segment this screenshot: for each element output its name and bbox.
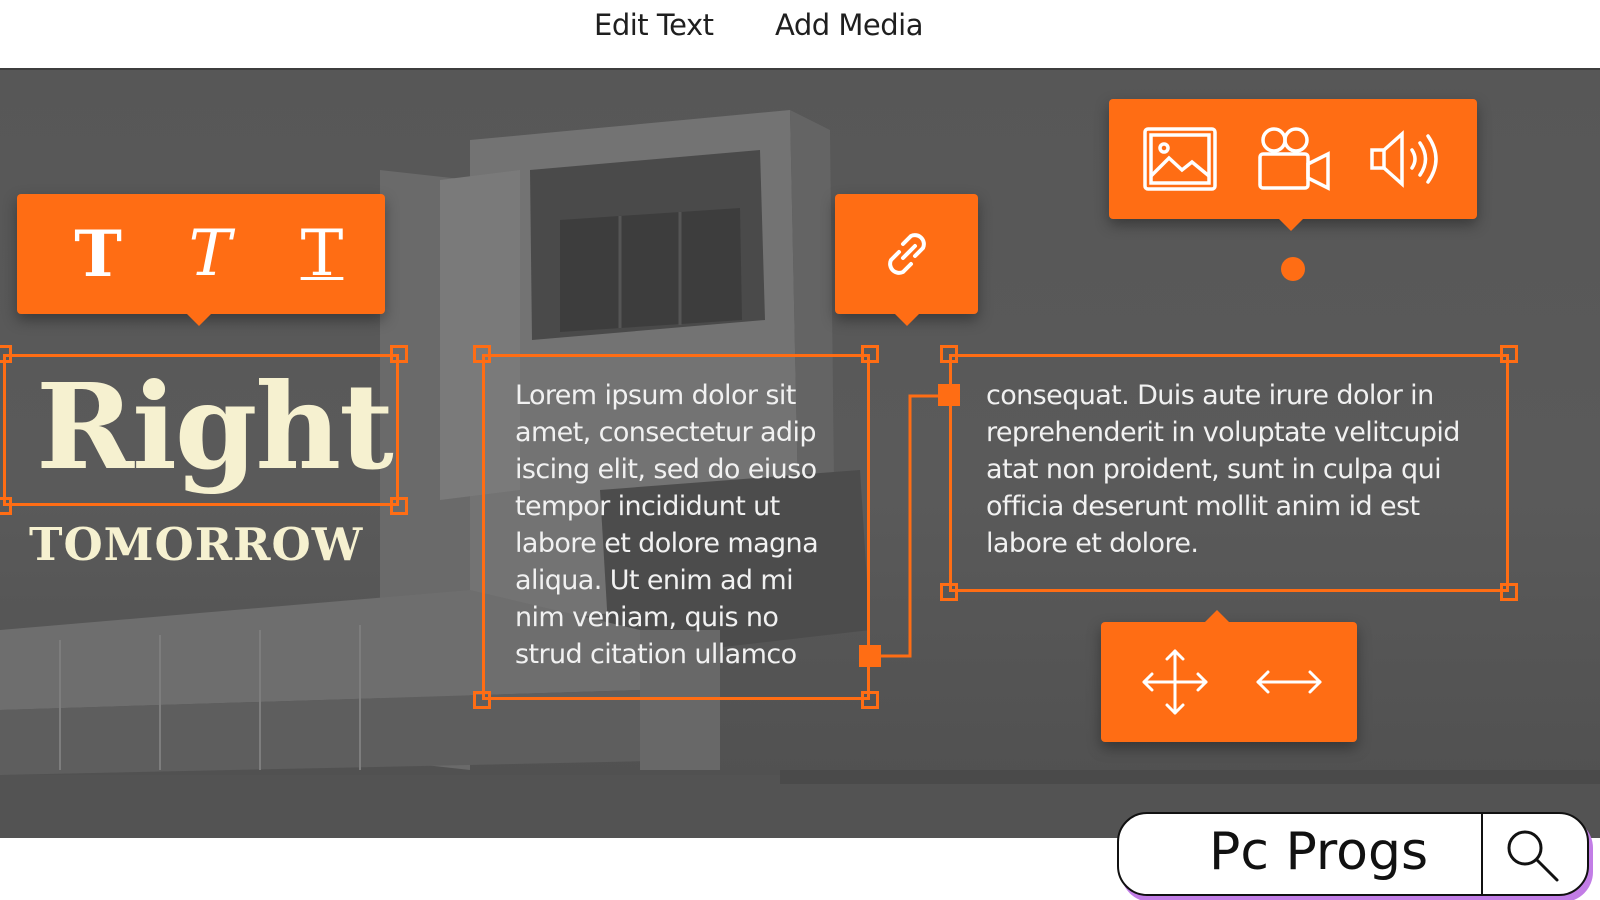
add-media-tab[interactable]: Add Media [775, 8, 923, 42]
resize-handle[interactable] [473, 345, 491, 363]
text-flow-connector [880, 394, 940, 658]
resize-handle[interactable] [940, 583, 958, 601]
resize-handle[interactable] [0, 345, 12, 363]
text-box-1-content[interactable]: Lorem ipsum dolor sit amet, consectetur … [515, 380, 819, 670]
toolbar-pointer [895, 314, 919, 326]
link-toolbar [835, 194, 978, 326]
italic-text-icon[interactable]: T [188, 217, 232, 291]
editor-canvas: T T T [0, 68, 1600, 838]
bold-text-icon[interactable]: T [74, 216, 122, 292]
video-camera-icon[interactable] [1249, 119, 1339, 199]
resize-handle[interactable] [473, 691, 491, 709]
link-in-port[interactable] [938, 384, 960, 406]
speaker-icon[interactable] [1361, 119, 1451, 199]
building-background [0, 110, 1600, 838]
headline-subtitle[interactable]: TOMORROW [29, 518, 364, 571]
resize-handle[interactable] [861, 691, 879, 709]
resize-handle[interactable] [390, 345, 408, 363]
resize-horizontal-icon[interactable] [1249, 644, 1329, 720]
headline-title[interactable]: Right [36, 357, 394, 496]
anchor-dot[interactable] [1281, 257, 1305, 281]
search-divider [1481, 814, 1483, 894]
watermark-label: Pc Progs [1209, 822, 1429, 882]
resize-handle[interactable] [390, 497, 408, 515]
resize-handle[interactable] [1500, 345, 1518, 363]
edit-text-tab[interactable]: Edit Text [594, 8, 714, 42]
link-out-port[interactable] [859, 645, 881, 667]
toolbar-pointer [187, 314, 211, 326]
text-box-2-selection[interactable] [949, 354, 1509, 592]
toolbar-pointer [1205, 610, 1229, 622]
headline-selection-box[interactable] [3, 354, 399, 506]
transform-toolbar [1101, 610, 1357, 742]
watermark-search-bar: Pc Progs [1117, 812, 1589, 896]
text-box-1-selection[interactable] [482, 354, 870, 700]
text-box-2-content[interactable]: consequat. Duis aute irure dolor in repr… [986, 380, 1460, 559]
resize-handle[interactable] [861, 345, 879, 363]
link-icon[interactable] [865, 214, 949, 294]
top-nav: Edit Text Add Media [0, 0, 1600, 68]
resize-handle[interactable] [940, 345, 958, 363]
underline-text-icon[interactable]: T [300, 217, 344, 291]
search-icon [1503, 826, 1563, 890]
media-toolbar [1109, 99, 1477, 231]
toolbar-pointer [1279, 219, 1303, 231]
image-icon[interactable] [1137, 119, 1223, 199]
text-style-toolbar: T T T [17, 194, 385, 326]
move-icon[interactable] [1137, 644, 1213, 720]
resize-handle[interactable] [0, 497, 12, 515]
resize-handle[interactable] [1500, 583, 1518, 601]
